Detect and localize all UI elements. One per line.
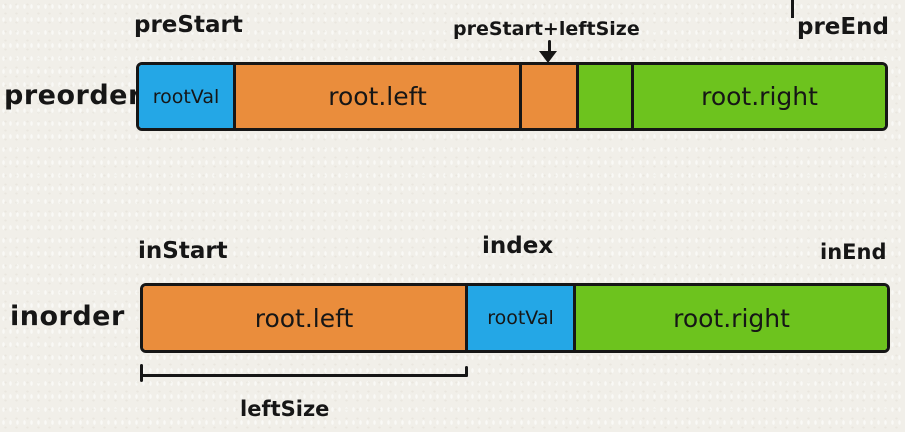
- inorder-segment-root-right: root.right: [576, 286, 887, 350]
- inorder-segment-rootval: rootVal: [468, 286, 576, 350]
- segment-label: rootVal: [152, 85, 220, 108]
- down-arrow-shaft: [548, 40, 551, 53]
- segment-label: root.left: [328, 82, 427, 111]
- instart-pointer-label: inStart: [138, 238, 228, 264]
- down-arrow-icon: [537, 40, 561, 63]
- segment-label: root.left: [254, 303, 354, 333]
- prestart-plus-leftsize-pointer-label: preStart+leftSize: [453, 18, 640, 40]
- preorder-array-bar: rootVal root.left root.right: [136, 62, 888, 131]
- inorder-segment-root-left: root.left: [143, 286, 468, 350]
- segment-label: root.right: [673, 303, 790, 333]
- preorder-row-label: preorder: [4, 80, 142, 111]
- stray-pen-mark: [791, 0, 794, 18]
- preend-pointer-label: preEnd: [797, 14, 889, 40]
- inorder-row-label: inorder: [10, 301, 125, 332]
- leftsize-bracket-left-tick: [140, 364, 143, 382]
- preorder-segment-root-right: root.right: [634, 65, 885, 128]
- prestart-pointer-label: preStart: [134, 12, 243, 38]
- inorder-array-bar: root.left rootVal root.right: [140, 283, 890, 353]
- segment-label: root.right: [701, 82, 818, 111]
- leftsize-bracket-line: [140, 374, 468, 377]
- preorder-segment-left-last-element: [522, 65, 579, 128]
- preorder-segment-rootval: rootVal: [139, 65, 236, 128]
- preorder-segment-right-first-element: [579, 65, 634, 128]
- down-arrow-head: [539, 51, 557, 63]
- inend-pointer-label: inEnd: [820, 240, 887, 264]
- segment-label: rootVal: [487, 307, 554, 329]
- leftsize-bracket-right-tick: [465, 366, 468, 377]
- index-pointer-label: index: [482, 233, 554, 259]
- preorder-segment-root-left: root.left: [236, 65, 522, 128]
- leftsize-label: leftSize: [240, 397, 330, 421]
